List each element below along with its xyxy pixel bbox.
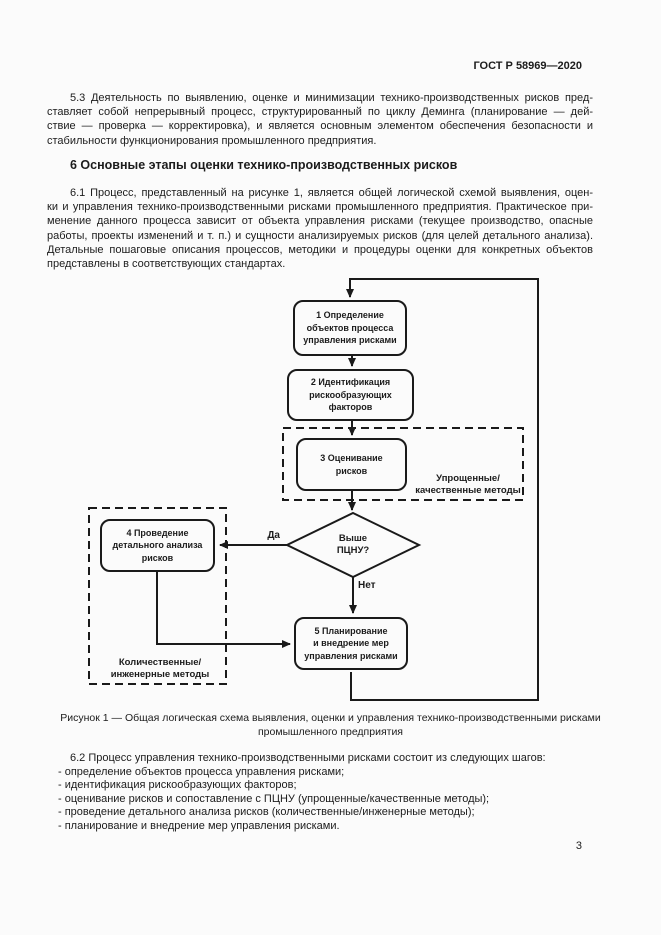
paragraph-line: ставляет собой непрерывный процесс, стру…	[47, 106, 593, 119]
flowchart-figure: 1 Определение объектов процесса управлен…	[0, 278, 661, 708]
figure-caption: Рисунок 1 — Общая логическая схема выявл…	[0, 711, 661, 739]
loop-connector	[346, 278, 539, 701]
paragraph-line: 6.1 Процесс, представленный на рисунке 1…	[70, 187, 593, 199]
flowchart-box-1: 1 Определение объектов процесса управлен…	[293, 300, 407, 356]
figure-caption-line: Рисунок 1 — Общая логическая схема выявл…	[60, 712, 601, 724]
group-label-simplified-methods: Упрощенные/ качественные методы	[415, 473, 521, 496]
list-item: - оценивание рисков и сопоставление с ПЦ…	[58, 792, 490, 805]
page-number: 3	[575, 840, 582, 852]
group-label-quantitative-methods: Количественные/ инженерные методы	[110, 657, 210, 680]
paragraph-6-1: 6.1 Процесс, представленный на рисунке 1…	[47, 186, 593, 271]
simplified-methods-frame	[282, 427, 524, 501]
branch-label-no: Нет	[358, 580, 376, 591]
figure-caption-line: промышленного предприятия	[257, 726, 403, 738]
flowchart-box-5: 5 Планирование и внедрение мер управлени…	[294, 617, 408, 670]
list-item: - идентификация рискообразующих факторов…	[58, 779, 297, 792]
paragraph-line: ствие — проверка — корректировка), и явл…	[47, 120, 593, 133]
quantitative-methods-frame	[88, 507, 227, 685]
paragraph-line: работы, проекты изменений и т. п.) и сущ…	[47, 229, 593, 242]
flowchart-box-4: 4 Проведение детального анализа рисков	[100, 519, 215, 572]
paragraph-line: стабильности функционирования промышленн…	[47, 134, 377, 147]
paragraph-line: представлены в соответствующих стандарта…	[47, 258, 286, 271]
flowchart-box-2: 2 Идентификация рискообразующих факторов	[287, 369, 414, 421]
paragraph-5-3: 5.3 Деятельность по выявлению, оценке и …	[47, 91, 593, 148]
paragraph-line: 5.3 Деятельность по выявлению, оценке и …	[70, 92, 593, 104]
list-item: - проведение детального анализа рисков (…	[58, 806, 475, 819]
decision-label: Выше ПЦНУ?	[336, 533, 370, 556]
arrow-box4-box5	[156, 572, 291, 648]
document-header: ГОСТ Р 58969—2020	[473, 60, 582, 72]
branch-label-yes: Да	[267, 530, 280, 541]
paragraph-line: ки и управления технико-производственным…	[47, 201, 593, 214]
flowchart-box-3: 3 Оценивание рисков	[296, 438, 407, 491]
paragraph-line: менение данного процесса зависит от объе…	[47, 215, 593, 228]
paragraph-line: Детальные пошаговые описания процессов, …	[47, 243, 593, 256]
paragraph-line: 6.2 Процесс управления технико-производс…	[70, 752, 546, 764]
list-item: - определение объектов процесса управлен…	[58, 765, 345, 778]
paragraph-6-2: 6.2 Процесс управления технико-производс…	[47, 752, 593, 834]
section-6-heading: 6 Основные этапы оценки технико-производ…	[70, 158, 458, 172]
flowchart-connectors	[88, 278, 539, 701]
list-item: - планирование и внедрение мер управлени…	[58, 819, 340, 832]
decision-diamond	[284, 511, 422, 579]
